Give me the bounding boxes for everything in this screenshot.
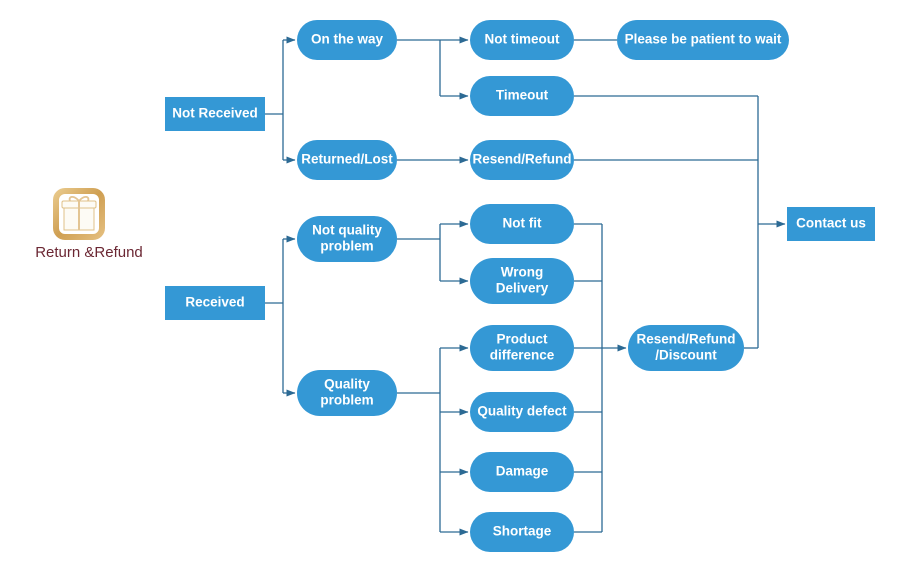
node-label-product-difference: difference <box>490 348 555 363</box>
node-label-resend-refund: Resend/Refund <box>472 152 571 167</box>
root-node[interactable]: Return &Refund <box>35 188 143 261</box>
node-label-please-be-patient: Please be patient to wait <box>625 32 782 47</box>
node-shape-not-timeout <box>470 20 574 60</box>
node-label-damage: Damage <box>496 464 549 479</box>
node-shape-wrong-delivery <box>470 258 574 304</box>
node-shape-not-fit <box>470 204 574 244</box>
gift-icon-bow-left <box>68 195 80 202</box>
node-shape-product-difference <box>470 325 574 371</box>
node-not-received[interactable]: Not Received <box>165 97 265 131</box>
node-damage[interactable]: Damage <box>470 452 574 492</box>
node-shape-resend-refund <box>470 140 574 180</box>
gift-icon <box>53 188 105 240</box>
node-label-resend-refund-discount: /Discount <box>655 348 717 363</box>
node-please-be-patient[interactable]: Please be patient to wait <box>617 20 789 60</box>
node-contact-us[interactable]: Contact us <box>787 207 875 241</box>
node-label-quality-defect: Quality defect <box>477 404 567 419</box>
node-shape-contact-us <box>787 207 875 241</box>
node-label-not-fit: Not fit <box>503 216 542 231</box>
node-on-the-way[interactable]: On the way <box>297 20 397 60</box>
node-shape-resend-refund-discount <box>628 325 744 371</box>
node-not-timeout[interactable]: Not timeout <box>470 20 574 60</box>
node-label-returned-lost: Returned/Lost <box>301 152 393 167</box>
node-label-wrong-delivery: Wrong <box>501 265 544 280</box>
node-label-quality-problem: Quality <box>324 377 370 392</box>
node-resend-refund[interactable]: Resend/Refund <box>470 140 574 180</box>
node-label-contact-us: Contact us <box>796 216 866 231</box>
node-timeout[interactable]: Timeout <box>470 76 574 116</box>
node-shape-please-be-patient <box>617 20 789 60</box>
node-shape-quality-problem <box>297 370 397 416</box>
node-label-quality-problem: problem <box>320 393 373 408</box>
node-label-not-quality-problem: problem <box>320 239 373 254</box>
node-label-on-the-way: On the way <box>311 32 384 47</box>
node-received[interactable]: Received <box>165 286 265 320</box>
node-label-not-received: Not Received <box>172 106 258 121</box>
node-shape-not-quality-problem <box>297 216 397 262</box>
node-returned-lost[interactable]: Returned/Lost <box>297 140 397 180</box>
node-shape-timeout <box>470 76 574 116</box>
node-shape-on-the-way <box>297 20 397 60</box>
node-shape-shortage <box>470 512 574 552</box>
node-resend-refund-discount[interactable]: Resend/Refund/Discount <box>628 325 744 371</box>
node-quality-defect[interactable]: Quality defect <box>470 392 574 432</box>
node-label-timeout: Timeout <box>496 88 549 103</box>
gift-icon-bow-right <box>78 195 90 202</box>
node-shape-not-received <box>165 97 265 131</box>
node-label-received: Received <box>185 295 244 310</box>
node-label-not-timeout: Not timeout <box>485 32 560 47</box>
root-label: Return &Refund <box>35 244 143 261</box>
connector-layer <box>265 36 786 536</box>
node-not-fit[interactable]: Not fit <box>470 204 574 244</box>
node-label-product-difference: Product <box>496 332 548 347</box>
node-shape-returned-lost <box>297 140 397 180</box>
node-shape-received <box>165 286 265 320</box>
node-label-shortage: Shortage <box>493 524 552 539</box>
node-label-resend-refund-discount: Resend/Refund <box>636 332 735 347</box>
node-shortage[interactable]: Shortage <box>470 512 574 552</box>
node-shape-quality-defect <box>470 392 574 432</box>
node-label-wrong-delivery: Delivery <box>496 281 549 296</box>
node-label-not-quality-problem: Not quality <box>312 223 382 238</box>
node-shape-damage <box>470 452 574 492</box>
